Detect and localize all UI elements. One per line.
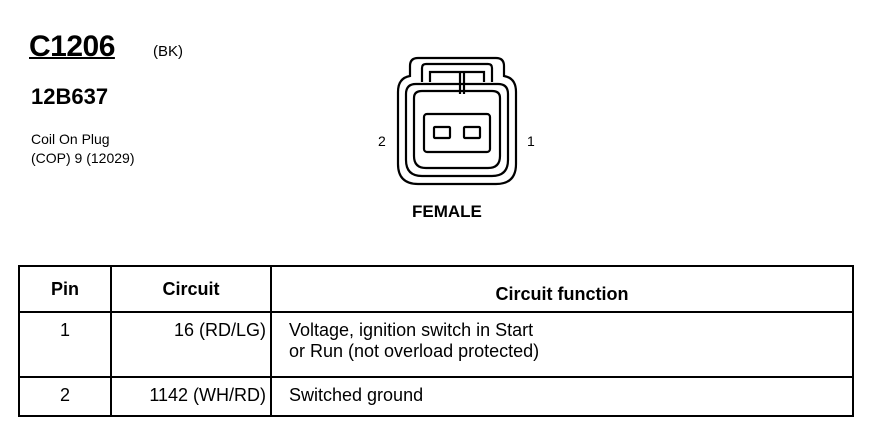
header-circuit: Circuit (110, 265, 272, 313)
connector-latch (420, 62, 494, 82)
cell-pin: 2 (18, 376, 112, 417)
connector-color-code: (BK) (153, 43, 183, 60)
function-line: or Run (not overload protected) (289, 341, 540, 361)
connector-inner-outline-1 (404, 82, 510, 178)
terminal-cavity-block (422, 112, 492, 154)
cell-circuit: 16 (RD/LG) (110, 311, 272, 378)
connector-face-diagram (396, 56, 518, 186)
function-line: Voltage, ignition switch in Start (289, 320, 534, 340)
connector-gender: FEMALE (412, 202, 482, 221)
pin-cavity-1 (462, 125, 482, 140)
connector-description-line2: (COP) 9 (12029) (31, 150, 135, 166)
connector-description-line1: Coil On Plug (31, 131, 110, 147)
cell-circuit-function: Switched ground (270, 376, 854, 417)
table-row: 2 1142 (WH/RD) Switched ground (18, 376, 854, 417)
part-number: 12B637 (31, 84, 109, 109)
pin-label-1: 1 (527, 133, 535, 149)
header-circuit-function: Circuit function (270, 265, 854, 313)
connector-outer-housing (396, 56, 518, 186)
cell-pin: 1 (18, 311, 112, 378)
pin-label-2: 2 (378, 133, 386, 149)
connector-inner-outline-2 (412, 89, 502, 170)
cell-circuit-function: Voltage, ignition switch in Start or Run… (270, 311, 854, 378)
pin-table: Pin Circuit Circuit function 1 16 (RD/LG… (18, 265, 854, 417)
cell-circuit: 1142 (WH/RD) (110, 376, 272, 417)
table-row: 1 16 (RD/LG) Voltage, ignition switch in… (18, 311, 854, 378)
function-line: Switched ground (289, 385, 424, 405)
pin-cavity-2 (432, 125, 452, 140)
header-pin: Pin (18, 265, 112, 313)
table-header-row: Pin Circuit Circuit function (18, 265, 854, 313)
connector-id: C1206 (29, 30, 115, 63)
